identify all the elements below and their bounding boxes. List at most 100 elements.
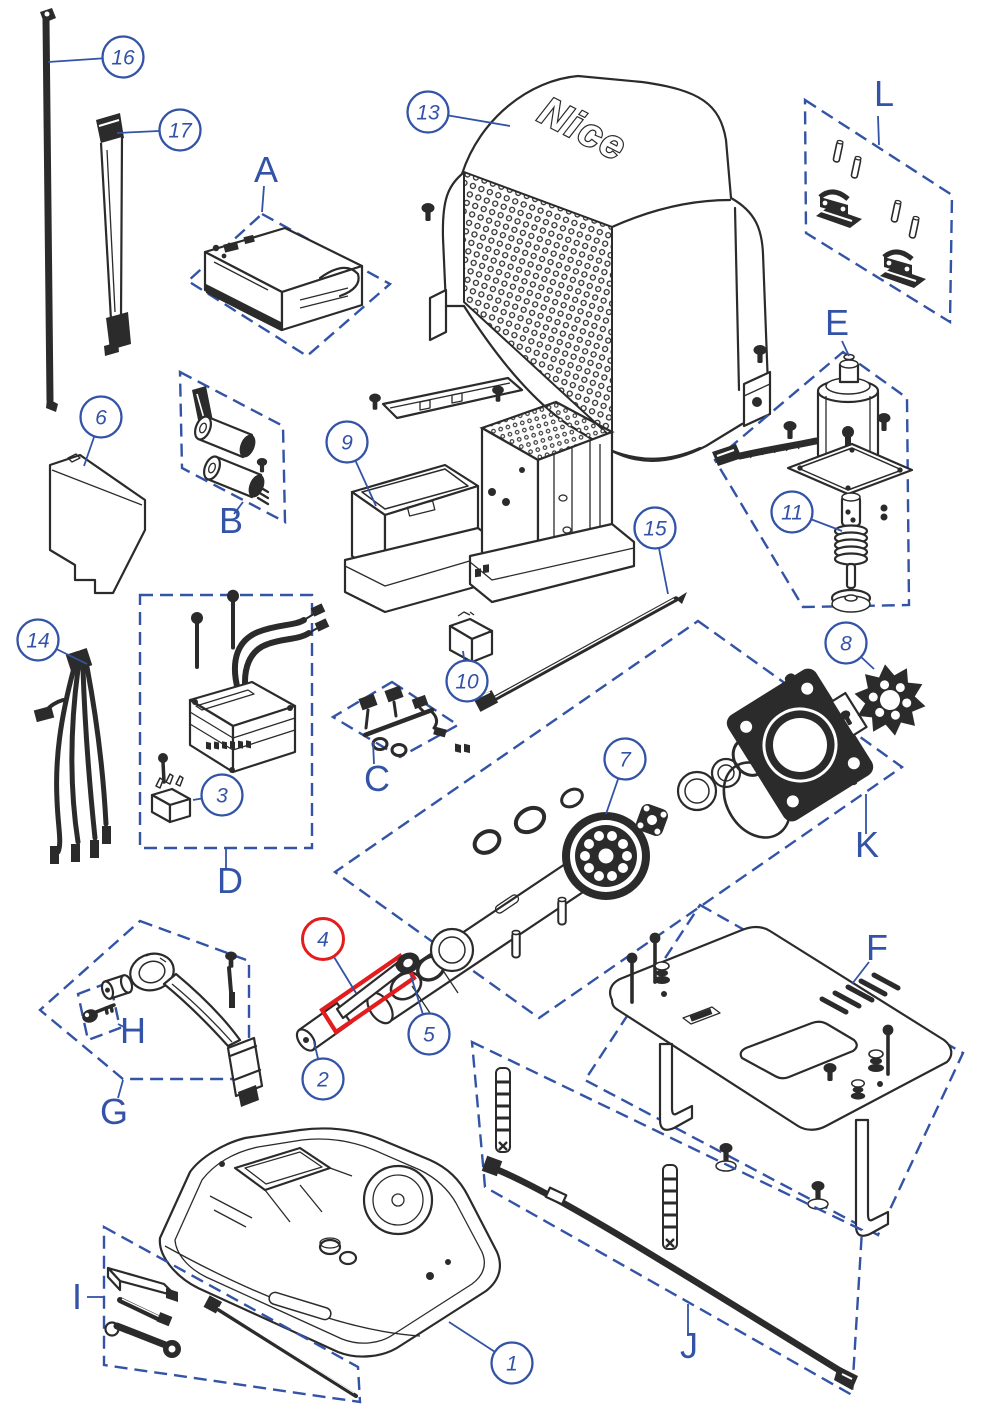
callout-circle	[824, 621, 868, 665]
group-label-letter: K	[855, 824, 879, 865]
callout-number: 17	[168, 120, 193, 143]
callout-7: 7	[603, 737, 647, 815]
group-B-box	[178, 369, 287, 525]
group-label-C: C	[364, 741, 390, 799]
group-label-letter: B	[219, 500, 243, 541]
callout-layer: 16 17 13 6 9 11 15 10 14 8 3 7 4 5 2 1	[16, 35, 875, 1385]
part-1-base	[158, 1127, 501, 1358]
group-label-B: B	[219, 500, 244, 541]
callout-2: 2	[301, 1041, 345, 1101]
part-C-contact-parts	[358, 685, 447, 757]
part-F-mounting-plate	[609, 926, 953, 1237]
callout-15: 15	[633, 506, 677, 595]
group-label-leader	[117, 1079, 124, 1099]
part-5-ring	[396, 952, 420, 974]
group-label-letter: G	[100, 1091, 128, 1132]
callout-circle	[445, 659, 489, 703]
group-label-letter: F	[866, 927, 888, 968]
callout-circle	[406, 90, 450, 134]
group-label-I: I	[72, 1276, 103, 1317]
callout-circle	[101, 35, 145, 79]
group-label-letter: C	[364, 758, 390, 799]
group-label-leader	[117, 1023, 127, 1029]
group-label-leader	[841, 340, 850, 357]
part-16-release-rod	[40, 8, 58, 412]
group-label-J: J	[680, 1304, 698, 1366]
callout-number: 9	[341, 432, 353, 455]
group-label-letter: H	[120, 1010, 146, 1051]
callout-circle	[603, 737, 647, 781]
part-L-brackets	[816, 139, 926, 288]
callout-number: 4	[317, 929, 329, 952]
callout-4: 4	[301, 917, 357, 994]
group-label-K: K	[855, 794, 879, 865]
part-6-cover-plate	[48, 453, 147, 595]
callout-circle	[633, 506, 677, 550]
part-A-control-unit	[203, 226, 364, 332]
callout-number: 10	[455, 671, 479, 694]
callout-6: 6	[79, 395, 123, 467]
group-label-layer: A B C D E F GH I J K L	[72, 73, 894, 1366]
part-3-relay	[150, 753, 192, 824]
callout-9: 9	[325, 420, 377, 507]
group-label-letter: E	[825, 302, 849, 343]
callout-1: 1	[448, 1321, 534, 1385]
callout-circle	[16, 618, 60, 662]
part-D-transformer	[188, 589, 330, 774]
callout-number: 16	[111, 47, 135, 70]
part-8-pinion-gear	[854, 664, 926, 736]
callout-circle	[325, 420, 369, 464]
group-J-box	[470, 1040, 864, 1397]
group-G-box	[38, 919, 251, 1081]
callout-number: 3	[216, 785, 228, 808]
part-J-anchors-and-strap	[481, 1066, 858, 1390]
part-G-release-arm	[100, 951, 264, 1107]
callout-circle	[158, 108, 202, 152]
part-9-gearmotor-body	[343, 376, 636, 614]
cover-screw-left	[421, 203, 435, 221]
callout-number: 8	[840, 633, 852, 656]
callout-number: 11	[781, 502, 803, 525]
group-label-A: A	[254, 149, 278, 213]
group-label-letter: I	[72, 1276, 82, 1317]
part-I-small-parts	[104, 1266, 358, 1398]
callout-number: 13	[416, 102, 440, 125]
group-label-leader	[877, 115, 880, 146]
part-H-key	[82, 1003, 116, 1023]
callout-number: 15	[643, 518, 667, 541]
callout-circle	[200, 773, 244, 817]
callout-8: 8	[824, 621, 875, 670]
callout-16: 16	[47, 35, 145, 79]
callout-circle	[490, 1341, 534, 1385]
callout-number: 1	[506, 1353, 518, 1376]
callout-number: 14	[26, 630, 49, 653]
group-label-F: F	[851, 927, 888, 985]
group-H-box	[76, 980, 122, 1042]
group-label-letter: D	[217, 860, 243, 901]
group-label-letter: A	[254, 149, 278, 190]
part-4-highlight-box	[319, 953, 417, 1035]
part-17-bar	[96, 113, 131, 356]
part-7-gear	[562, 812, 650, 900]
callout-number: 7	[619, 749, 632, 772]
group-C-box	[330, 680, 461, 759]
group-label-H: H	[117, 1010, 146, 1051]
callout-10: 10	[445, 650, 489, 703]
group-E-box	[713, 350, 911, 609]
callout-number: 2	[316, 1069, 329, 1092]
group-label-letter: L	[874, 73, 894, 114]
callout-11: 11	[770, 490, 843, 534]
callout-5: 5	[407, 975, 451, 1056]
callout-circle	[79, 395, 123, 439]
part-K-shaft-assembly	[366, 668, 874, 1025]
group-label-E: E	[825, 302, 850, 357]
group-D-box	[138, 593, 314, 850]
group-label-leader	[372, 741, 375, 765]
callout-circle	[407, 1012, 451, 1056]
part-B-capacitor-parts	[192, 386, 270, 506]
callout-circle	[770, 490, 814, 534]
part-14-wiring-harness	[33, 647, 111, 864]
part-13-cover: Nice	[428, 74, 772, 462]
group-label-G: G	[100, 1079, 128, 1132]
